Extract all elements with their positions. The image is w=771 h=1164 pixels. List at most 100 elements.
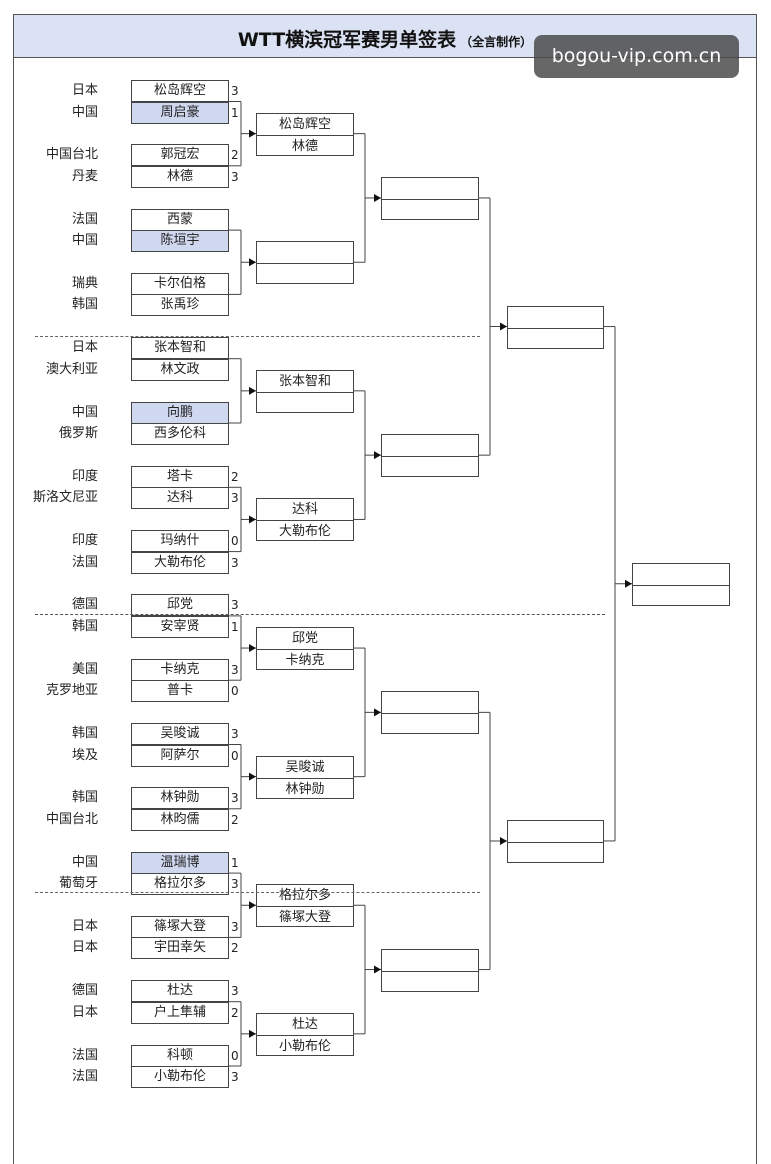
player-country: 法国: [71, 1069, 98, 1084]
player-country: 韩国: [71, 726, 98, 741]
player-country: 韩国: [71, 790, 98, 806]
match-player-top: [382, 435, 478, 456]
player-entry: 林德: [131, 165, 229, 188]
match-player-bottom: [633, 584, 729, 607]
match-player-top: [508, 821, 603, 842]
match-player-bottom: 卡纳克: [257, 649, 353, 671]
player-entry: 安宰贤: [131, 615, 229, 638]
match-score: [231, 273, 243, 295]
player-entry: 塔卡: [131, 465, 229, 488]
match-player-top: [257, 242, 353, 263]
arrow-icon: [249, 386, 256, 395]
player-country: 中国: [71, 104, 98, 120]
player-country: 法国: [71, 211, 98, 227]
arrow-icon: [374, 193, 381, 202]
arrow-icon: [249, 1029, 256, 1038]
match-score: [231, 294, 243, 316]
player-country: 日本: [71, 1004, 98, 1020]
section-divider: [35, 892, 480, 893]
match-player-bottom: 大勒布伦: [257, 520, 353, 542]
player-entry: 玛纳什: [131, 530, 229, 553]
match-player-bottom: [257, 391, 353, 414]
match-score: 2: [231, 1005, 239, 1020]
player-entry: 林文政: [131, 358, 229, 381]
page-title: WTT横滨冠军赛男单签表（全言制作）: [238, 25, 532, 52]
round2-match: 吴晙诚林钟勋: [256, 755, 354, 799]
semifinal-match: [507, 819, 604, 864]
player-country: 印度: [71, 468, 98, 484]
match-player-top: 邱党: [291, 631, 318, 647]
arrow-icon: [249, 644, 256, 653]
arrow-icon: [374, 451, 381, 460]
title-credit: （全言制作）: [460, 35, 533, 49]
player-country: 中国: [71, 404, 98, 420]
player-entry: 陈垣宇: [131, 230, 229, 253]
player-country: 日本: [71, 83, 98, 98]
quarterfinal-match: [381, 691, 479, 735]
watermark: bogou-vip.com.cn: [534, 35, 739, 78]
player-entry: 格拉尔多: [131, 873, 229, 896]
player-country: 葡萄牙: [58, 876, 98, 892]
match-score: 2: [231, 469, 239, 484]
player-country: 澳大利亚: [45, 361, 98, 377]
player-entry: 小勒布伦: [131, 1066, 229, 1088]
player-entry: 达科: [131, 487, 229, 510]
match-score: 3: [231, 84, 239, 98]
match-player-top: 张本智和: [278, 373, 331, 389]
arrow-icon: [625, 579, 632, 588]
final-match: [632, 562, 730, 607]
arrow-icon: [500, 322, 507, 331]
title-main: WTT横滨冠军赛男单签表: [237, 29, 457, 51]
match-score: 3: [231, 169, 239, 184]
player-country: 中国: [71, 233, 98, 249]
round2-match: [256, 241, 354, 285]
match-player-top: 松岛辉空: [278, 116, 331, 132]
section-divider: [35, 336, 480, 337]
player-country: 日本: [71, 940, 98, 956]
player-entry: 普卡: [131, 680, 229, 703]
player-entry: 卡纳克: [131, 658, 229, 681]
match-score: 3: [231, 919, 239, 934]
player-entry: 邱党: [131, 594, 229, 617]
player-country: 中国台北: [45, 811, 98, 827]
quarterfinal-match: [381, 434, 479, 478]
half-divider: [35, 614, 605, 615]
match-score: 3: [231, 877, 239, 892]
match-player-top: [382, 950, 478, 971]
arrow-icon: [249, 901, 256, 910]
player-entry: 温瑞博: [131, 851, 229, 874]
player-entry: 宇田幸矢: [131, 937, 229, 960]
player-country: 日本: [71, 340, 98, 356]
player-country: 日本: [71, 918, 98, 934]
match-player-top: [382, 692, 478, 713]
player-country: 丹麦: [71, 168, 98, 184]
match-score: [231, 359, 243, 381]
match-score: 3: [231, 555, 239, 570]
match-player-top: [382, 178, 478, 199]
round2-match: 杜达小勒布伦: [256, 1012, 354, 1057]
player-entry: 林钟勋: [131, 787, 229, 810]
match-player-bottom: 小勒布伦: [257, 1034, 353, 1057]
round2-match: 张本智和: [256, 369, 354, 414]
arrow-icon: [249, 515, 256, 524]
round2-match: 松岛辉空林德: [256, 112, 354, 157]
player-entry: 科顿: [131, 1044, 229, 1067]
player-entry: 户上隼辅: [131, 1001, 229, 1024]
semifinal-match: [507, 305, 604, 349]
match-player-top: [508, 307, 603, 328]
match-score: 2: [231, 941, 239, 956]
player-entry: 大勒布伦: [131, 551, 229, 574]
player-entry: 郭冠宏: [131, 144, 229, 167]
arrow-icon: [249, 772, 256, 781]
match-player-bottom: [382, 456, 478, 478]
match-player-bottom: 林德: [257, 134, 353, 157]
match-player-top: 杜达: [291, 1016, 318, 1032]
player-entry: 吴晙诚: [131, 723, 229, 745]
match-score: 3: [231, 1070, 239, 1084]
match-player-bottom: [508, 841, 603, 864]
player-country: 埃及: [71, 747, 98, 763]
match-score: 3: [231, 727, 239, 741]
player-entry: 卡尔伯格: [131, 272, 229, 295]
match-player-top: 达科: [291, 502, 318, 518]
